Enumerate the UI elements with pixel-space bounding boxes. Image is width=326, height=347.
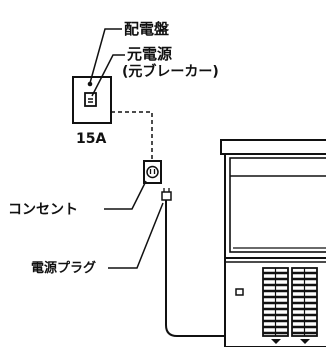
label-main-breaker: (元ブレーカー) [122,63,219,80]
label-power-plug: 電源プラグ [31,260,96,276]
label-main-power: 元電源 [127,45,172,63]
leader-distribution-board [89,28,122,84]
leader-main-power [91,54,125,97]
vent-grille-left [262,267,289,337]
leader-plug [108,202,164,269]
dashed-wiring [111,111,153,160]
vent-grille-right [291,267,318,337]
power-cord [165,200,234,337]
leader-outlet [104,180,147,210]
label-outlet: コンセント [8,202,78,218]
power-plug [161,188,172,201]
label-distribution-board: 配電盤 [124,20,170,38]
main-breaker [84,92,97,107]
distribution-board [72,76,112,124]
outlet [143,160,162,184]
label-rating: 15A [76,131,106,147]
appliance [220,139,326,347]
